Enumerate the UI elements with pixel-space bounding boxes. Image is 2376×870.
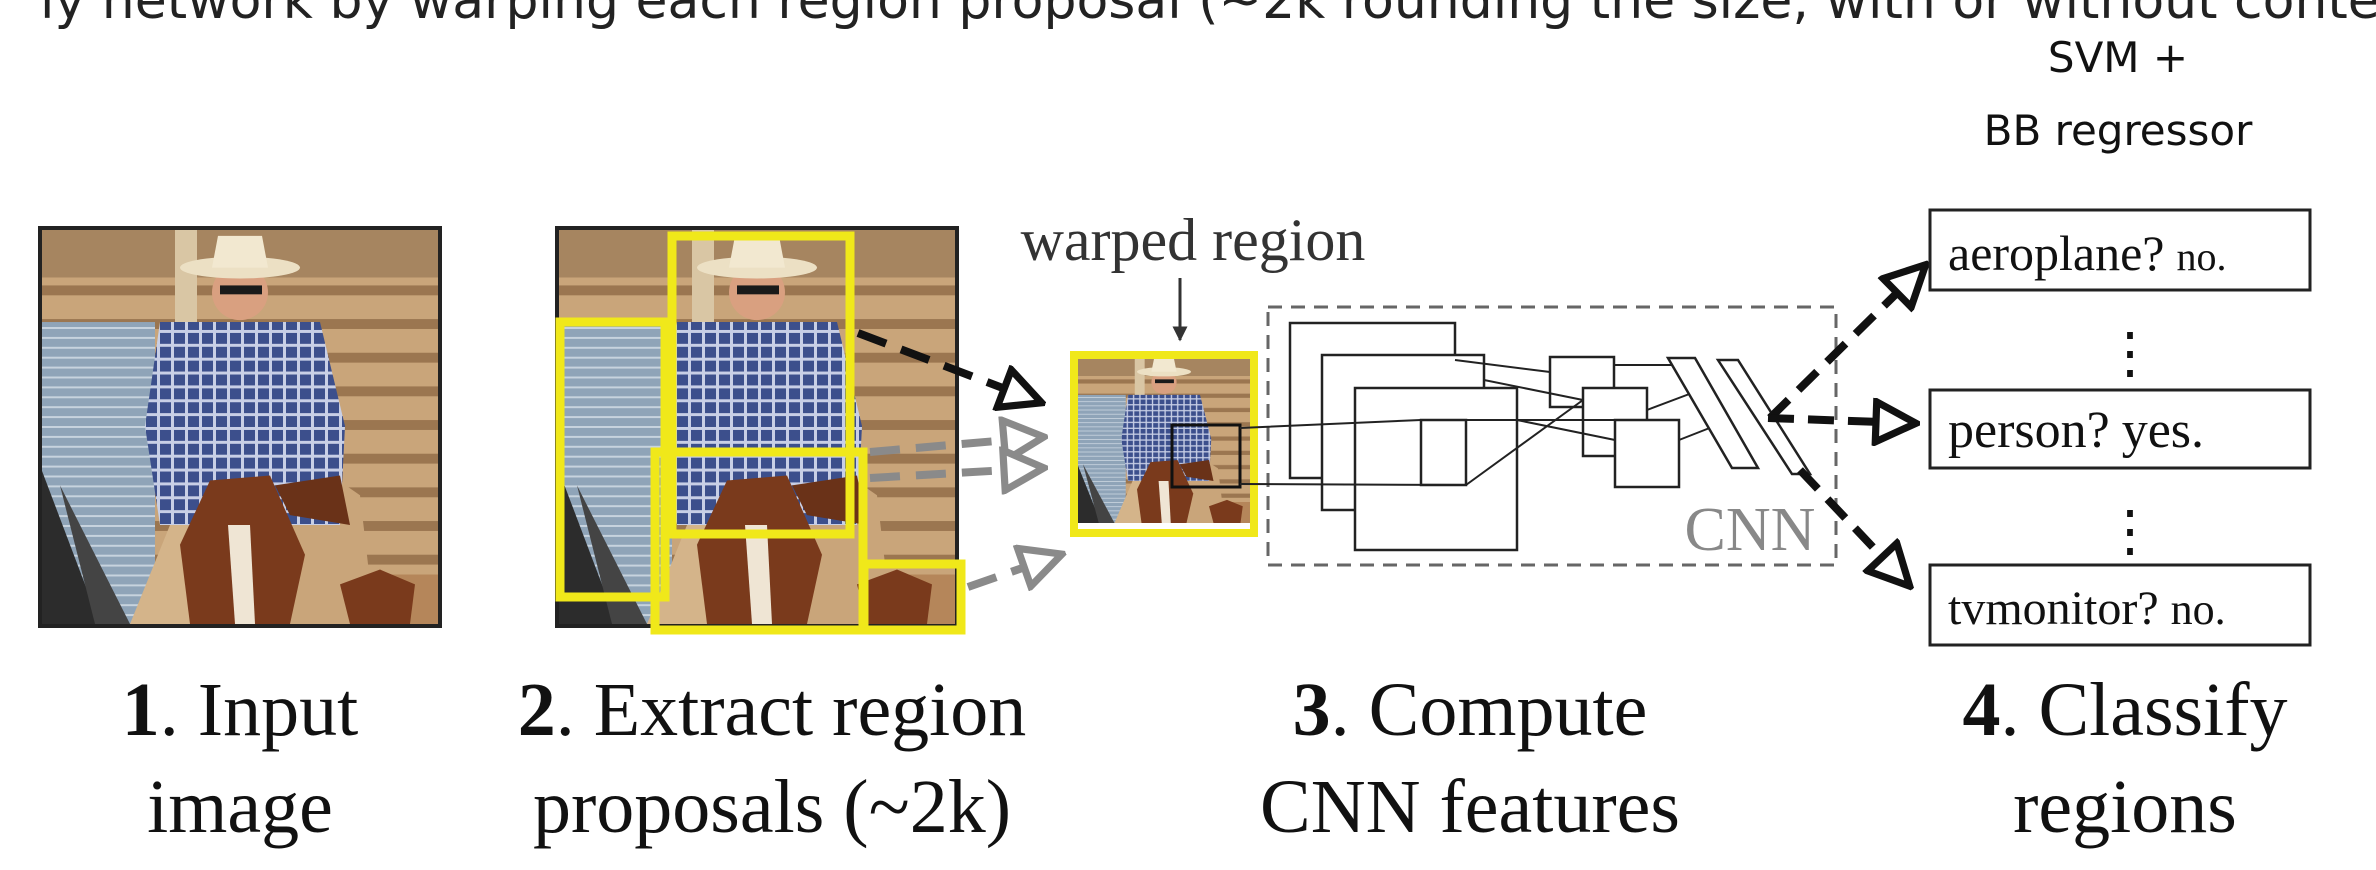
class-output: aeroplane? no. — [1928, 208, 2312, 292]
svg-text:1. Input: 1. Input — [122, 668, 358, 752]
step-1-caption: 1. Input image — [122, 668, 358, 849]
proposal-box — [650, 447, 868, 635]
region-proposals-image — [555, 226, 966, 635]
proposal-arrow — [966, 566, 1028, 587]
proposal-arrow — [869, 470, 1008, 478]
class-output: person? yes. — [1928, 388, 2312, 470]
warped-region-label: warped region — [1021, 207, 1366, 273]
bb-regressor-label: BB regressor — [1984, 106, 2253, 155]
proposal-arrow — [856, 329, 1008, 390]
svg-text:image: image — [147, 765, 333, 849]
step-3-caption: 3. Compute CNN features — [1260, 668, 1680, 849]
cut-off-header-text: ly network by warping each region propos… — [40, 0, 2376, 31]
input-image — [38, 226, 442, 628]
proposal-box — [555, 317, 670, 602]
proposal-box — [667, 231, 855, 539]
svg-text:proposals (~2k): proposals (~2k) — [533, 765, 1011, 849]
svg-text:CNN features: CNN features — [1260, 765, 1680, 849]
svg-text:person? yes.: person? yes. — [1948, 402, 2204, 459]
ellipsis: ⋮ — [2102, 323, 2158, 385]
ellipsis: ⋮ — [2102, 501, 2158, 563]
step-4-caption: 4. Classify regions — [1962, 668, 2287, 849]
proposal-box — [859, 559, 966, 635]
class-output: tvmonitor? no. — [1928, 563, 2312, 647]
cnn-block: CNN — [1239, 305, 1838, 567]
cnn-label: CNN — [1685, 496, 1816, 564]
warped-region-image — [1070, 351, 1258, 537]
classify-arrow — [1797, 467, 1885, 560]
svg-text:4. Classify: 4. Classify — [1962, 668, 2287, 752]
svg-text:regions: regions — [2013, 765, 2237, 849]
step-2-caption: 2. Extract region proposals (~2k) — [518, 668, 1027, 849]
svm-label: SVM + — [2048, 33, 2188, 82]
svg-text:3. Compute: 3. Compute — [1293, 668, 1648, 752]
classify-arrow — [1767, 418, 1880, 422]
classify-arrow — [1767, 290, 1900, 421]
svg-text:aeroplane? no.: aeroplane? no. — [1948, 225, 2227, 281]
svg-text:tvmonitor? no.: tvmonitor? no. — [1948, 582, 2226, 635]
proposal-arrow — [869, 440, 1008, 452]
svg-text:2. Extract region: 2. Extract region — [518, 668, 1027, 752]
